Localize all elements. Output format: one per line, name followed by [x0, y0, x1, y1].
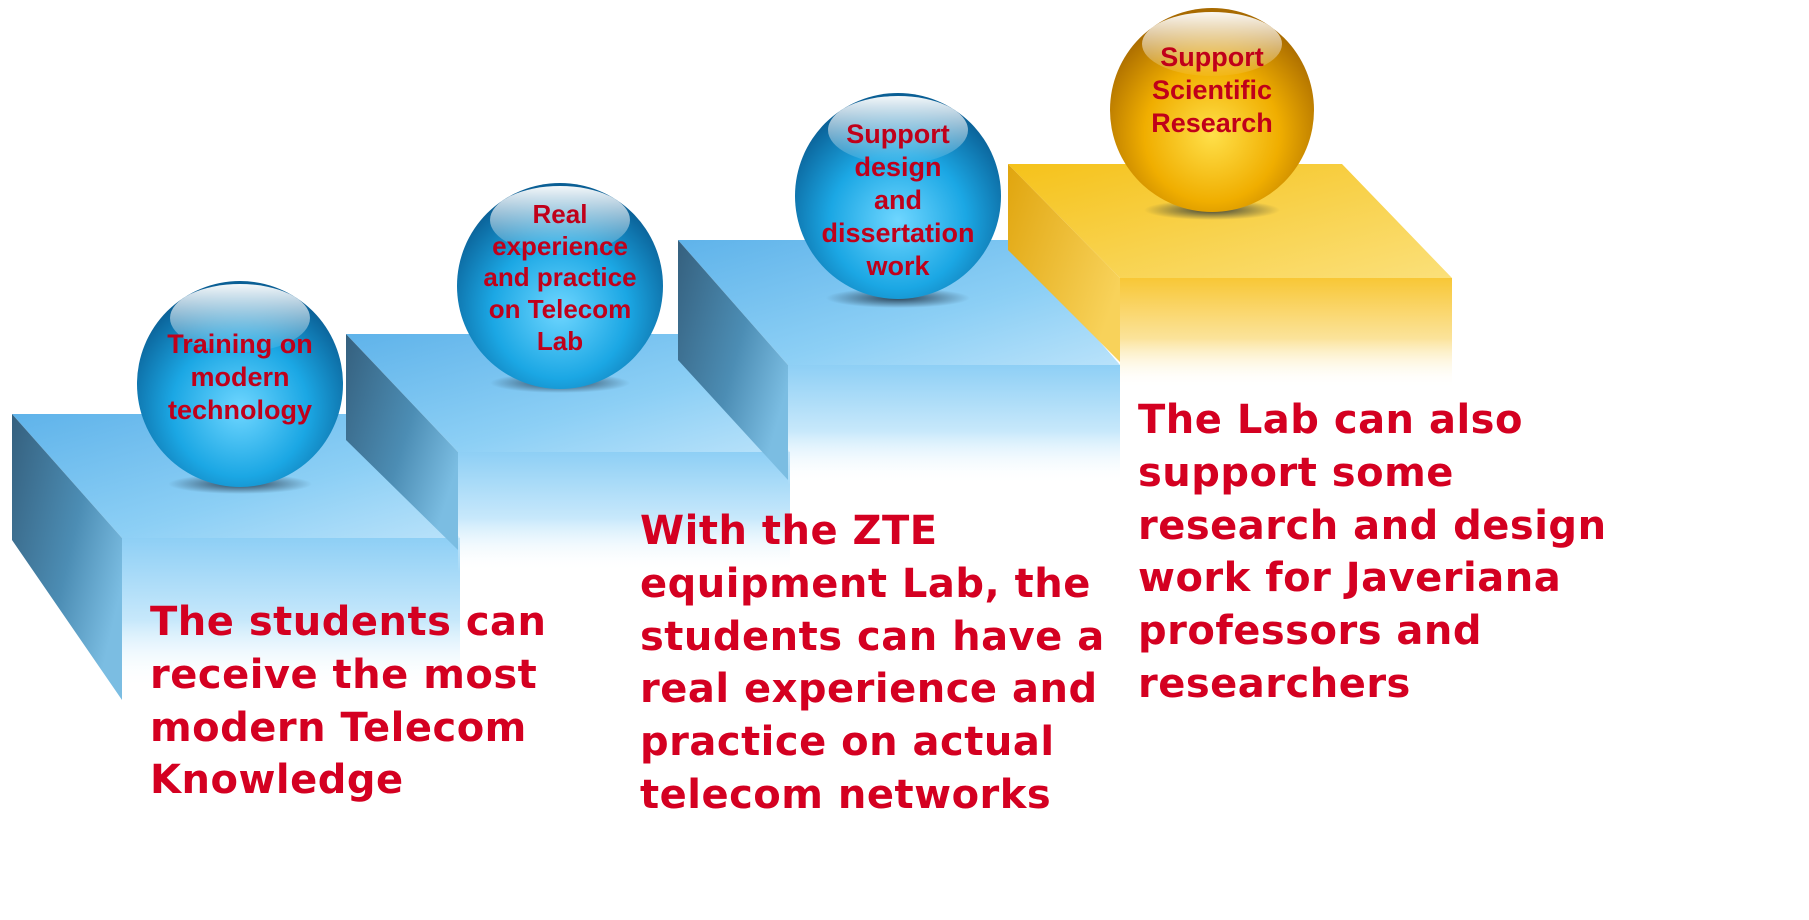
sphere-3-label: Support design and dissertation work [821, 119, 975, 281]
sphere-1 [137, 281, 343, 487]
sphere-2 [457, 183, 663, 389]
sphere-4-label: Support Scientific Research [1151, 42, 1273, 138]
step-3-block [678, 240, 1120, 485]
sphere-2-label: Real experience and practice on Telecom … [483, 199, 637, 356]
step-2-block [346, 334, 790, 572]
sphere-3 [795, 93, 1001, 299]
step-1-block [12, 414, 460, 700]
sphere-1-label: Training on modern technology [167, 329, 313, 425]
step-4-description: The Lab can also support some research a… [1138, 397, 1607, 707]
step-3-description: With the ZTE equipment Lab, the students… [640, 508, 1105, 818]
step-1-description: The students can receive the most modern… [150, 599, 547, 804]
step-4-block [1008, 164, 1452, 388]
sphere-4 [1110, 8, 1314, 212]
